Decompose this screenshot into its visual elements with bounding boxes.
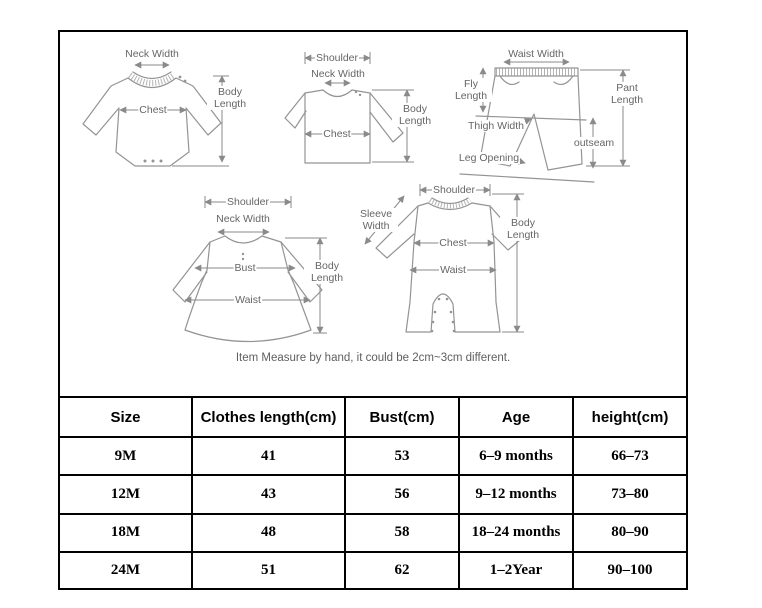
bodysuit-body-length-label: Body Length <box>207 85 253 111</box>
table-row-9m: 9M 41 53 6–9 months 66–73 <box>59 435 687 477</box>
dress-shoulder-label: Shoulder <box>225 195 271 209</box>
bodysuit-chest-label: Chest <box>138 103 168 117</box>
cell-height: 73–80 <box>572 474 687 515</box>
cell-age: 1–2Year <box>458 550 574 590</box>
dress-body-length-label: Body Length <box>304 259 350 285</box>
tshirt-shoulder-label: Shoulder <box>314 51 360 65</box>
romper-shoulder-label: Shoulder <box>431 183 477 197</box>
cell-size: 12M <box>59 474 193 515</box>
col-header-age: Age <box>458 397 574 438</box>
cell-age: 6–9 months <box>458 435 574 477</box>
table-row-12m: 12M 43 56 9–12 months 73–80 <box>59 474 687 515</box>
tshirt-body-length-label: Body Length <box>392 102 438 128</box>
col-header-bust: Bust(cm) <box>344 397 460 438</box>
cell-clothes-length: 41 <box>191 435 346 477</box>
table-row-24m: 24M 51 62 1–2Year 90–100 <box>59 550 687 590</box>
pants-waist-width-label: Waist Width <box>508 47 564 60</box>
tshirt-outline-icon <box>284 52 414 164</box>
cell-age: 9–12 months <box>458 474 574 515</box>
pants-fly-length-label: Fly Length <box>450 77 492 103</box>
romper-sleeve-width-label: Sleeve Width <box>354 207 398 233</box>
measure-note: Item Measure by hand, it could be 2cm~3c… <box>235 352 511 364</box>
pants-thigh-width-label: Thigh Width <box>466 119 526 133</box>
dress-neck-width-label: Neck Width <box>216 212 270 225</box>
dress-bust-label: Bust <box>233 261 257 275</box>
romper-waist-label: Waist <box>439 263 467 277</box>
table-row-18m: 18M 48 58 18–24 months 80–90 <box>59 512 687 553</box>
size-table-header-row: Size Clothes length(cm) Bust(cm) Age hei… <box>59 397 687 438</box>
cell-bust: 62 <box>344 550 460 590</box>
cell-size: 18M <box>59 512 193 553</box>
romper-diagram: Shoulder Sleeve Width Chest Waist Body L… <box>352 182 572 348</box>
bodysuit-neck-width-label: Neck Width <box>125 47 179 60</box>
romper-chest-label: Chest <box>438 236 468 250</box>
col-header-height: height(cm) <box>572 397 687 438</box>
tshirt-diagram: Shoulder Neck Width Chest Body Length <box>283 48 445 172</box>
bodysuit-diagram: Neck Width Chest Body Length <box>75 40 260 180</box>
size-table: Size Clothes length(cm) Bust(cm) Age hei… <box>59 397 687 590</box>
col-header-size: Size <box>59 397 193 438</box>
cell-bust: 56 <box>344 474 460 515</box>
pants-outseam-label: outseam <box>572 136 616 150</box>
dress-diagram: Shoulder Neck Width Bust Waist Body Leng… <box>163 192 372 345</box>
pants-leg-opening-label: Leg Opening <box>457 151 521 165</box>
cell-bust: 58 <box>344 512 460 553</box>
cell-height: 90–100 <box>572 550 687 590</box>
pants-pant-length-label: Pant Length <box>606 81 648 107</box>
cell-clothes-length: 48 <box>191 512 346 553</box>
cell-height: 80–90 <box>572 512 687 553</box>
measure-diagrams-panel: Neck Width Chest Body Length <box>60 32 686 398</box>
cell-clothes-length: 51 <box>191 550 346 590</box>
pants-diagram: Waist Width Fly Length Thigh Width Leg O… <box>450 42 660 184</box>
col-header-clothes-length: Clothes length(cm) <box>191 397 346 438</box>
size-guide-frame: Neck Width Chest Body Length <box>58 30 688 590</box>
cell-size: 24M <box>59 550 193 590</box>
dress-waist-label: Waist <box>234 293 262 307</box>
cell-clothes-length: 43 <box>191 474 346 515</box>
tshirt-chest-label: Chest <box>322 127 352 141</box>
romper-body-length-label: Body Length <box>500 216 546 242</box>
cell-height: 66–73 <box>572 435 687 477</box>
tshirt-neck-width-label: Neck Width <box>311 67 365 80</box>
cell-bust: 53 <box>344 435 460 477</box>
cell-size: 9M <box>59 435 193 477</box>
cell-age: 18–24 months <box>458 512 574 553</box>
